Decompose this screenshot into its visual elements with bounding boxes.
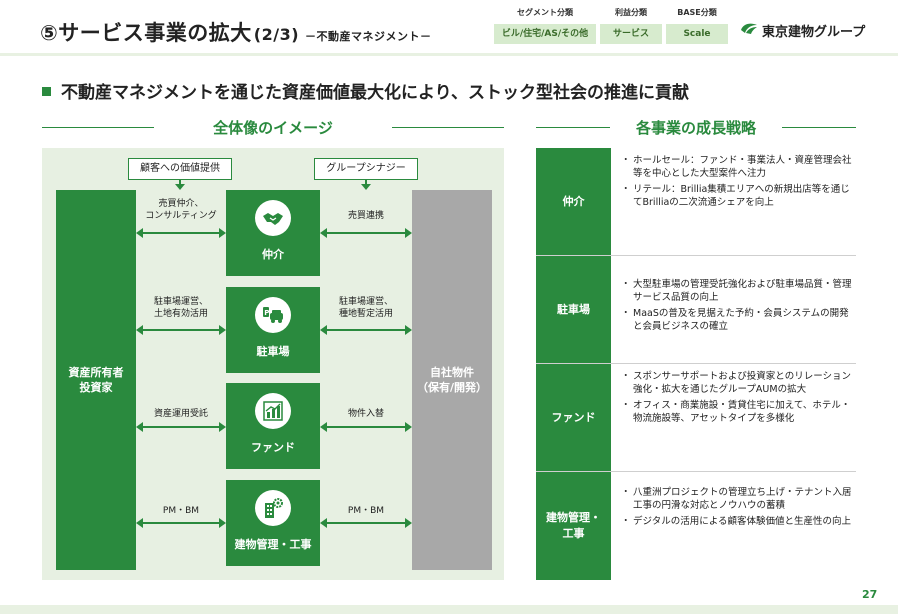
tag-profit: 利益分類 サービス	[600, 6, 662, 44]
building-gear-icon	[255, 490, 291, 526]
strategy-bullet: デジタルの活用による顧客体験価値と生産性の向上	[621, 515, 853, 528]
strategy-bullet: ホールセール：ファンド・事業法人・資産管理会社等を中心とした大型案件へ注力	[621, 154, 853, 180]
flow-text-pmbm-left: PM・BM	[162, 506, 200, 516]
page-number: 27	[862, 588, 878, 601]
header-divider	[0, 53, 898, 56]
chart-icon	[255, 393, 291, 429]
section-title-overview: 全体像のイメージ	[213, 119, 333, 137]
own-properties-column: 自社物件 （保有/開発）	[412, 190, 492, 570]
header: ⑤サービス事業の拡大(2/3)－不動産マネジメント－ セグメント分類 ビル/住宅…	[0, 0, 898, 50]
flow-text-parking-left: 駐車場運営、 土地有効活用	[153, 297, 208, 319]
section-rule-left-a	[42, 127, 154, 128]
label-arrow-right-icon	[361, 184, 371, 190]
label-arrow-left-icon	[175, 184, 185, 190]
tag-segment: セグメント分類 ビル/住宅/AS/その他	[494, 6, 596, 44]
handshake-icon	[255, 200, 291, 236]
page-subtitle: －不動産マネジメント－	[305, 30, 432, 43]
business-box-parking: P 駐車場	[226, 287, 320, 373]
strategy-row-head: 駐車場	[536, 256, 611, 363]
strategy-bullet: オフィス・商業施設・賃貸住宅に加えて、ホテル・物流施設等、アセットタイプを多様化	[621, 399, 853, 425]
page-title: ⑤サービス事業の拡大(2/3)－不動産マネジメント－	[40, 21, 432, 45]
section-rule-left-b	[392, 127, 504, 128]
strategy-row-head: ファンド	[536, 364, 611, 471]
strategy-bullet: リテール：Brillia集積エリアへの新規出店等を通じてBrilliaの二次流通…	[621, 183, 853, 209]
page-fraction: (2/3)	[253, 25, 300, 44]
strategy-bullet: 大型駐車場の管理受託強化および駐車場品質・管理サービス品質の向上	[621, 278, 853, 304]
label-arrow-left-stem	[179, 180, 181, 184]
strategy-table: 仲介 ホールセール：ファンド・事業法人・資産管理会社等を中心とした大型案件へ注力…	[536, 148, 856, 580]
footer-band	[0, 605, 898, 614]
section-rule-right-b	[782, 127, 856, 128]
flow-text-fund-right: 物件入替	[347, 409, 384, 419]
flow-arrow-fund-left	[136, 422, 226, 432]
flow-arrow-brokerage-right	[320, 228, 412, 238]
flow-arrow-parking-left	[136, 325, 226, 335]
lead-statement: 不動産マネジメントを通じた資産価値最大化により、ストック型社会の推進に貢献	[42, 78, 689, 103]
strategy-row-head: 建物管理・ 工事	[536, 472, 611, 580]
parking-car-icon: P	[255, 297, 291, 333]
flow-arrow-pmbm-right	[320, 518, 412, 528]
asset-owners-investors-column: 資産所有者 投資家	[56, 190, 136, 570]
flow-text-brokerage-right: 売買連携	[347, 211, 384, 221]
strategy-bullet: 八重洲プロジェクトの管理立ち上げ・テナント入居工事の円滑な対応とノウハウの蓄積	[621, 486, 853, 512]
business-box-fund: ファンド	[226, 383, 320, 469]
strategy-row-fund: ファンド スポンサーサポートおよび投資家とのリレーション強化・拡大を通じたグルー…	[536, 364, 856, 472]
strategy-row-building-management: 建物管理・ 工事 八重洲プロジェクトの管理立ち上げ・テナント入居工事の円滑な対応…	[536, 472, 856, 580]
svg-text:P: P	[264, 309, 269, 317]
company-logo-icon	[741, 23, 757, 34]
company-logo-text: 東京建物グループ	[762, 25, 866, 40]
strategy-bullet: MaaSの普及を見据えた予約・会員システムの開発と会員ビジネスの確立	[621, 307, 853, 333]
flow-arrow-pmbm-left	[136, 518, 226, 528]
flow-text-brokerage-left: 売買仲介、 コンサルティング	[145, 199, 217, 221]
business-box-building-management: 建物管理・工事	[226, 480, 320, 566]
tag-base: BASE分類 Scale	[666, 6, 728, 44]
section-rule-right-a	[536, 127, 610, 128]
label-group-synergy: グループシナジー	[314, 158, 418, 180]
flow-text-parking-right: 駐車場運営、 種地暫定活用	[338, 297, 393, 319]
flow-text-fund-left: 資産運用受託	[153, 409, 208, 419]
strategy-bullet: スポンサーサポートおよび投資家とのリレーション強化・拡大を通じたグループAUMの…	[621, 370, 853, 396]
strategy-row-brokerage: 仲介 ホールセール：ファンド・事業法人・資産管理会社等を中心とした大型案件へ注力…	[536, 148, 856, 256]
flow-arrow-fund-right	[320, 422, 412, 432]
flow-arrow-parking-right	[320, 325, 412, 335]
section-title-strategy: 各事業の成長戦略	[635, 119, 756, 137]
label-customer-value: 顧客への価値提供	[128, 158, 232, 180]
label-arrow-right-stem	[365, 180, 367, 184]
bullet-square-icon	[42, 87, 51, 96]
strategy-row-head: 仲介	[536, 148, 611, 255]
flow-text-pmbm-right: PM・BM	[347, 506, 385, 516]
strategy-row-parking: 駐車場 大型駐車場の管理受託強化および駐車場品質・管理サービス品質の向上 Maa…	[536, 256, 856, 364]
flow-arrow-brokerage-left	[136, 228, 226, 238]
business-box-brokerage: 仲介	[226, 190, 320, 276]
